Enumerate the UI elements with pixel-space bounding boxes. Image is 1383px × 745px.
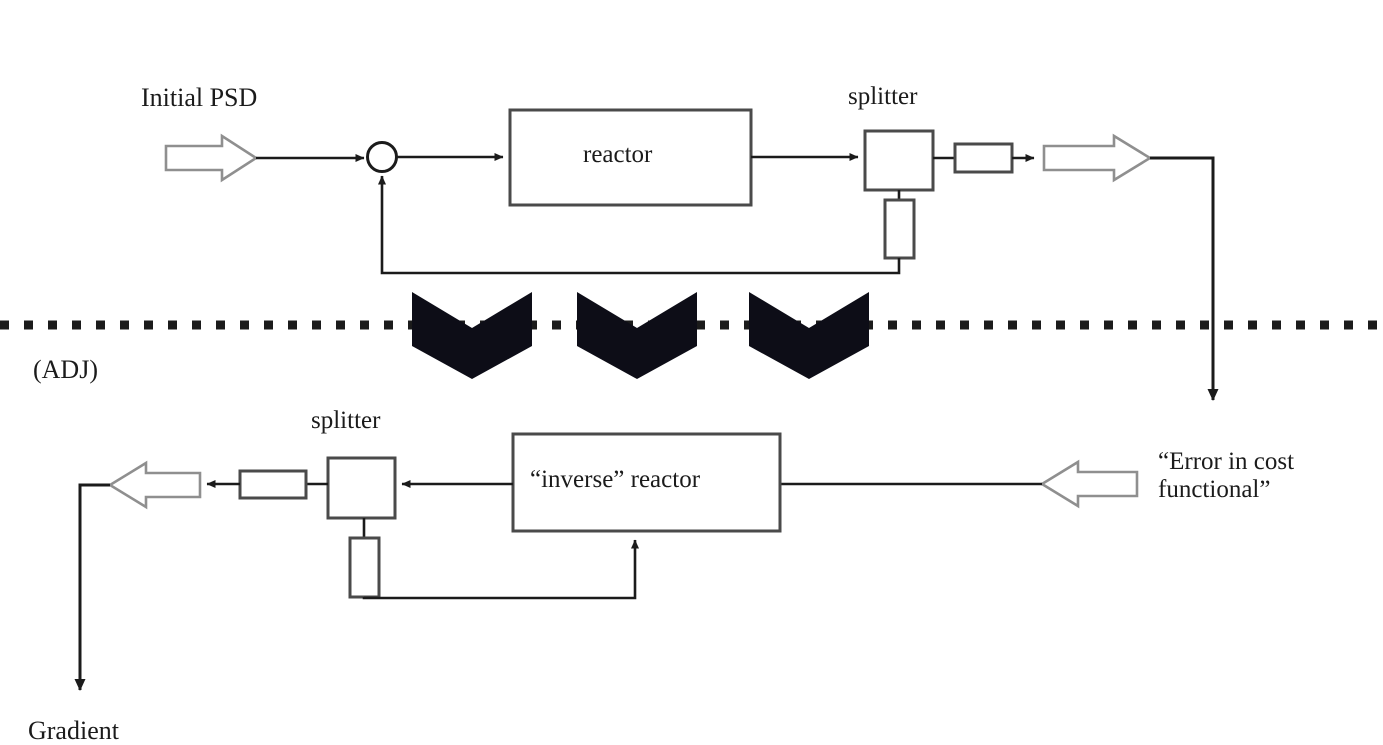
mixer-junction-circle xyxy=(366,141,398,173)
gradient-hollow-arrow xyxy=(107,460,202,510)
label-adj: (ADJ) xyxy=(33,355,98,384)
label-splitter-top: splitter xyxy=(848,83,918,110)
recycle-stream-rect-top xyxy=(883,198,916,260)
label-initial-psd: Initial PSD xyxy=(141,83,258,112)
splitter-top-box xyxy=(863,129,935,192)
chevron-icon-2 xyxy=(577,292,697,379)
edge-recycle-loop-top xyxy=(378,175,901,275)
inverse-reactor-box xyxy=(511,432,782,533)
label-error-cost-line1: “Error in cost xyxy=(1158,448,1295,475)
product-stream-rect-top xyxy=(953,142,1014,174)
label-error-cost-line2: functional” xyxy=(1158,476,1271,503)
product-output-hollow-arrow xyxy=(1042,133,1153,183)
recycle-stream-rect-bottom xyxy=(348,536,381,599)
label-splitter-bottom: splitter xyxy=(311,407,381,434)
label-inverse-reactor: “inverse” reactor xyxy=(530,466,701,493)
chevron-icon-3 xyxy=(749,292,869,379)
error-in-cost-functional-hollow-arrow xyxy=(1039,459,1139,509)
label-reactor: reactor xyxy=(583,141,653,168)
edge-recycle-loop-bottom xyxy=(362,539,639,600)
product-stream-rect-bottom xyxy=(238,469,308,500)
label-gradient: Gradient xyxy=(28,716,119,745)
splitter-bottom-box xyxy=(326,456,397,520)
chevron-icon-1 xyxy=(412,292,532,379)
edge-gradient-output xyxy=(74,483,110,691)
initial-psd-hollow-arrow xyxy=(164,133,259,183)
edge-output-to-error-branch xyxy=(1150,156,1219,401)
